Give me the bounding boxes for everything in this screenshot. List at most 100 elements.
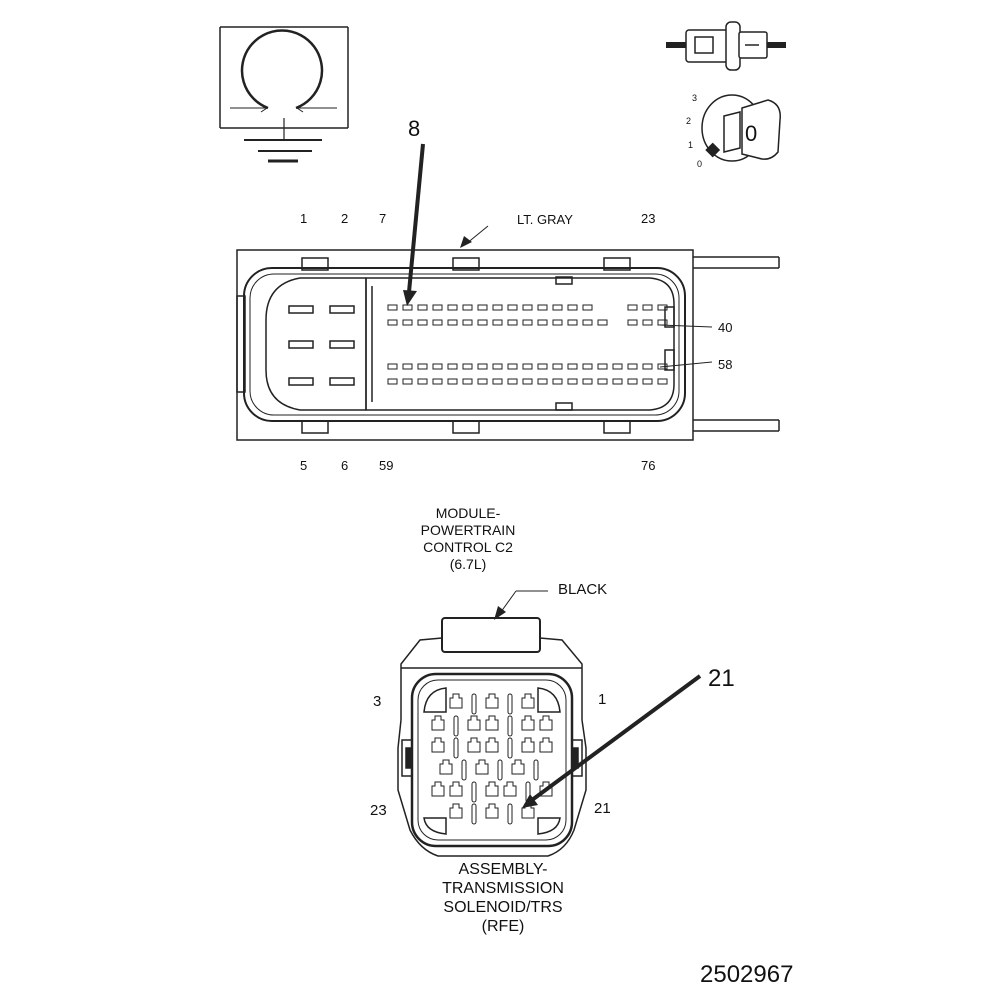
c2-pin-cavity [552,378,563,385]
pin-21-callout-arrow [522,674,702,808]
solenoid-pin-terminal [485,737,499,753]
c2-pin-cavity [387,304,398,311]
c2-pin-cavity [492,319,503,326]
solenoid-title-line-1: ASSEMBLY- [458,861,548,878]
c2-pin-cavity [522,304,533,311]
figure-number: 2502967 [700,961,794,988]
c2-pin-cavity [567,319,578,326]
solenoid-corner-label-21: 21 [594,800,611,817]
solenoid-pin-blade [471,781,477,803]
c2-pin-cavity [447,319,458,326]
solenoid-corner-label-23: 23 [370,802,387,819]
c2-pin-cavity [432,304,443,311]
c2-pin-cavity [387,378,398,385]
solenoid-pin-terminal [539,737,553,753]
c2-pin-cavity [567,378,578,385]
c2-pin-label-6: 6 [341,458,349,473]
solenoid-corner-label-3: 3 [373,693,382,710]
pin-8-callout-arrow [403,143,425,306]
c2-pin-cavity [477,304,488,311]
c2-pin-cavity [627,363,638,370]
c2-pin-cavity [447,378,458,385]
c2-pin-cavity [522,378,533,385]
solenoid-pin-terminal [439,759,453,775]
solenoid-pin-terminal [503,781,517,797]
c2-pin-cavity [612,378,623,385]
c2-pin-label-23: 23 [641,211,656,226]
solenoid-pin-blade [453,715,459,737]
c2-pin-cavity [552,363,563,370]
c2-pin-cavity [477,319,488,326]
c2-pin-cavity [582,304,593,311]
solenoid-pin-terminal [485,781,499,797]
solenoid-pin-terminal [521,693,535,709]
solenoid-pin-terminal [449,781,463,797]
c2-pin-cavity [522,363,533,370]
c2-pin-cavity [597,378,608,385]
solenoid-connector-title: ASSEMBLY- TRANSMISSION SOLENOID/TRS (RFE… [408,860,598,936]
c2-pin-cavity [477,378,488,385]
c2-pin-cavity [657,378,668,385]
c2-pin-label-40: 40 [718,320,733,335]
c2-pin-cavity [462,378,473,385]
c2-pin-cavity [552,304,563,311]
c2-pin-cavity [417,304,428,311]
solenoid-pin-blade [507,737,513,759]
solenoid-pin-terminal [431,715,445,731]
c2-title-line-2: POWERTRAIN [420,522,516,538]
c2-pin-label-2: 2 [341,211,349,226]
solenoid-pin-blade [507,803,513,825]
c2-pin-cavity [447,363,458,370]
c2-pin-cavity [522,319,533,326]
ignition-position-0: 0 [697,159,703,169]
c2-pin-cavity [507,378,518,385]
c2-pin-cavity [477,363,488,370]
c2-pin-cavity [402,378,413,385]
pin-21-callout-label: 21 [708,665,735,692]
c2-connector-body [236,249,780,441]
solenoid-pin-terminal [475,759,489,775]
solenoid-pin-terminal [521,737,535,753]
c2-pin-label-59: 59 [379,458,394,473]
c2-pin-cavity [492,363,503,370]
c2-pin-label-5: 5 [300,458,308,473]
solenoid-pin-terminal [431,737,445,753]
c2-pin-cavity [417,378,428,385]
c2-pin-cavity [417,319,428,326]
c2-pin-cavity [417,363,428,370]
ground-symbol-icon [219,26,349,163]
c2-pin-cavity [552,319,563,326]
c2-pin-rows [387,304,668,385]
c2-pin-cavity [597,319,608,326]
c2-pin-cavity [582,378,593,385]
solenoid-pin-blade [471,803,477,825]
c2-pin-cavity [582,363,593,370]
solenoid-pin-terminal [485,715,499,731]
c2-leader-lines [465,225,713,368]
c2-pin-cavity [627,304,638,311]
c2-title-line-3: CONTROL C2 [423,539,513,555]
ignition-switch-icon [701,94,781,162]
c2-title-line-4: (6.7L) [449,556,487,572]
solenoid-pin-blade [507,693,513,715]
ignition-position-1: 1 [688,140,694,150]
c2-pin-cavity [432,319,443,326]
c2-pin-cavity [657,304,668,311]
c2-pin-cavity [492,304,503,311]
solenoid-color-label: BLACK [558,581,608,598]
c2-connector-title: MODULE- POWERTRAIN CONTROL C2 (6.7L) [398,505,538,573]
c2-pin-cavity [582,319,593,326]
solenoid-pin-terminal [467,737,481,753]
c2-pin-cavity [462,319,473,326]
c2-pin-cavity [507,304,518,311]
lt-gray-arrowhead [460,236,472,248]
c2-pin-cavity [567,304,578,311]
solenoid-pin-blade [453,737,459,759]
c2-color-label: LT. GRAY [517,212,573,227]
c2-pin-cavity [642,363,653,370]
solenoid-pin-blade [471,693,477,715]
c2-pin-cavity [462,363,473,370]
solenoid-pin-terminal [467,715,481,731]
solenoid-pin-terminal [485,803,499,819]
ignition-position-3: 3 [692,93,698,103]
